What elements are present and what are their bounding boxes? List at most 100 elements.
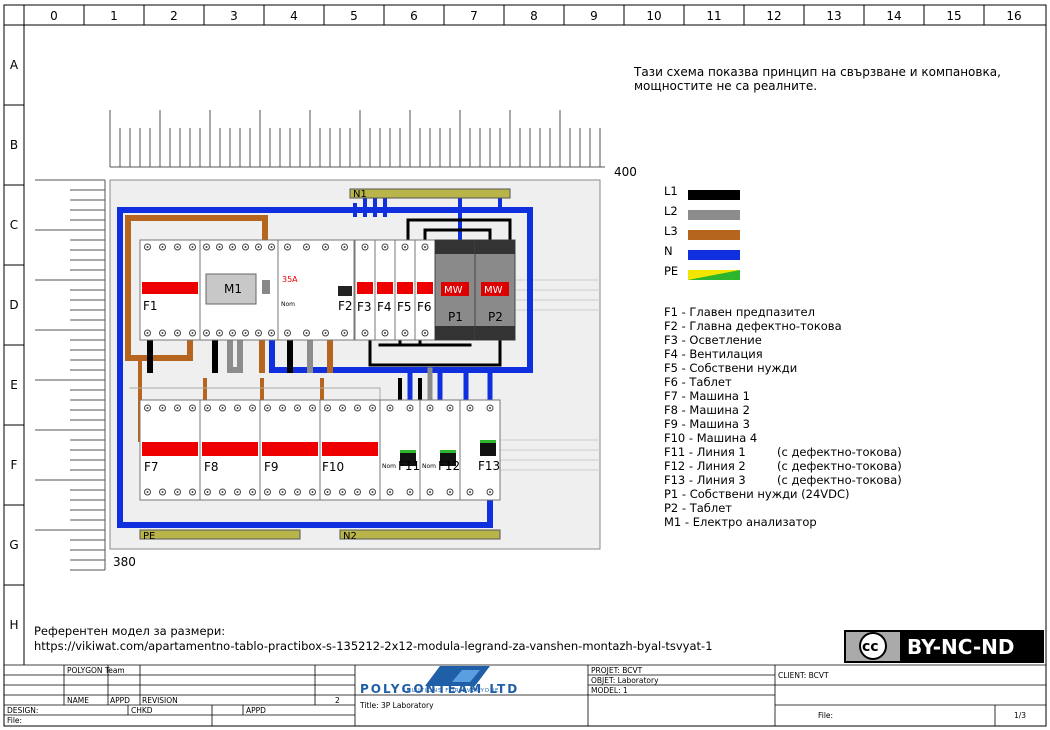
cc-icon-text: cc: [862, 639, 879, 655]
terminal-screw-center: [404, 332, 406, 334]
terminal-screw-center: [305, 332, 308, 334]
rcbo-f13-led: [480, 440, 496, 443]
l1-bridges: [368, 338, 502, 367]
terminal-screw-center: [424, 246, 426, 248]
terminal-screw-center: [281, 407, 284, 409]
breaker-f5-handle: [397, 282, 413, 294]
terminal-screw-center: [266, 407, 269, 409]
cc-icon: [859, 632, 887, 660]
p1-badge-text: MW: [444, 285, 463, 296]
terminal-screw-center: [206, 491, 209, 493]
terminal-screw-center: [343, 332, 346, 334]
n1-rail: [349, 188, 511, 199]
height-dimension: 380: [113, 555, 136, 569]
terminal-screw-center: [161, 246, 164, 248]
width-dimension: 400: [614, 165, 637, 179]
column-label: 9: [590, 9, 598, 23]
breaker-f7-handles: [142, 442, 198, 456]
terminal-screw-center: [176, 407, 179, 409]
breaker-f1-handles: [142, 282, 198, 294]
f1-label: F1: [143, 299, 158, 313]
pe-label: PE: [143, 531, 155, 542]
n1-label: N1: [353, 189, 367, 200]
neutral-wire-main: [117, 207, 533, 528]
column-label: 11: [706, 9, 721, 23]
tb-chkd: CHKD: [131, 706, 153, 715]
column-label: 13: [826, 9, 841, 23]
tb-appd-2: APPD: [246, 706, 266, 715]
l3-drops: [259, 337, 333, 373]
terminal-screw-center: [449, 407, 451, 409]
terminal-screw-center: [257, 332, 260, 334]
m1-label: M1: [224, 282, 242, 296]
terminal-screw-center: [221, 407, 224, 409]
terminal-screw-center: [176, 246, 179, 248]
row-label: A: [10, 58, 19, 72]
f12-label: F12: [438, 459, 460, 473]
terminal-screw-center: [469, 407, 471, 409]
terminal-screw-center: [489, 407, 491, 409]
column-label: 8: [530, 9, 538, 23]
description-f12-note: (с дефектно-токова): [777, 459, 902, 473]
column-label: 1: [110, 9, 118, 23]
neutral-drops: [407, 367, 493, 403]
row-label: G: [9, 538, 18, 552]
logo-sub-text: SOLUTIONS FOR EVERYONE: [402, 688, 500, 694]
description-f4: F4 - Вентилация: [664, 347, 763, 361]
terminal-screw-center: [236, 491, 239, 493]
terminal-screw-center: [429, 491, 431, 493]
column-label: 4: [290, 9, 298, 23]
psu-p2-bottom: [475, 326, 515, 340]
terminal-screw-center: [257, 246, 260, 248]
wire-legend-label: L3: [664, 224, 678, 238]
terminal-screw-center: [205, 332, 208, 334]
psu-p1-badge: [441, 282, 469, 296]
n2-rail: [339, 529, 501, 540]
terminal-screw-center: [311, 407, 314, 409]
terminal-screw-center: [191, 407, 194, 409]
terminal-screw-center: [389, 407, 391, 409]
sheet-frame: [3, 4, 1047, 727]
reference-url[interactable]: https://vikiwat.com/apartamentno-tablo-p…: [34, 639, 713, 653]
terminal-screw-center: [356, 491, 359, 493]
terminal-screw-center: [146, 332, 149, 334]
terminal-screws: [144, 243, 494, 496]
psu-feeds: [406, 218, 512, 242]
top-din-row: F1 M1 35A Nom F2 F3 F4 F5 F6 MW P1: [139, 239, 516, 341]
analyzer-m1-port: [262, 280, 270, 294]
terminal-screw-center: [356, 407, 359, 409]
tb-appd: APPD: [110, 696, 130, 705]
tb-team: POLYGON Team: [67, 666, 125, 675]
f2-rating: 35A: [282, 275, 298, 284]
wire-swatch-l1: [688, 190, 740, 200]
note-line-1: Тази схема показва принцип на свързване …: [634, 65, 1001, 79]
wire-legend-label: PE: [664, 264, 679, 278]
terminal-screw-center: [364, 246, 366, 248]
f5-label: F5: [397, 300, 412, 314]
breaker-f3-handle: [357, 282, 373, 294]
terminal-screw-center: [409, 491, 411, 493]
f3-label: F3: [357, 300, 372, 314]
logo-mark-inner: [452, 670, 480, 682]
terminal-screw-center: [251, 407, 254, 409]
terminal-screw-center: [326, 407, 329, 409]
terminal-screw-center: [161, 491, 164, 493]
wire-legend-swatches: [688, 190, 740, 280]
description-f5: F5 - Собствени нужди: [664, 361, 798, 375]
terminal-screw-center: [281, 491, 284, 493]
terminal-screw-center: [146, 407, 149, 409]
terminal-screw-center: [231, 246, 234, 248]
n1-taps: [353, 193, 502, 242]
tb-client: CLIENT: BCVT: [778, 671, 829, 680]
column-label: 3: [230, 9, 238, 23]
tb-file-2: File:: [818, 711, 834, 720]
terminal-screw-center: [161, 332, 164, 334]
tb-objet: OBJET: Laboratory: [591, 676, 659, 685]
terminal-screw-center: [266, 491, 269, 493]
tb-revision-number: 2: [335, 696, 340, 705]
tb-file: File:: [7, 716, 23, 725]
rcd-f2-indicator: [338, 286, 352, 296]
license-text: BY-NC-ND: [907, 635, 1015, 659]
tb-model: MODEL: 1: [591, 686, 628, 695]
